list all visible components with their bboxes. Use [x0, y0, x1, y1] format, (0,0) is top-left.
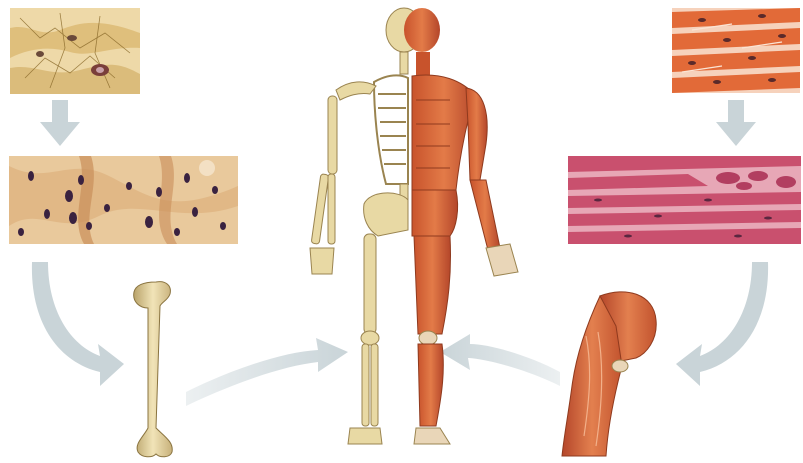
bone-tissue-image: [9, 156, 238, 244]
muscle-tissue-image: [568, 156, 801, 244]
skeleton-half: [310, 8, 422, 444]
bone-cells-image: [10, 8, 140, 94]
arrow-bone-cells-to-tissue: [40, 100, 80, 146]
muscle-half: [404, 8, 518, 444]
muscle-cells-image: [672, 8, 800, 93]
arrow-muscle-cells-to-tissue: [716, 100, 756, 146]
human-body-figure: [300, 4, 532, 462]
arrow-muscle-tissue-to-arm: [676, 262, 768, 386]
femur-bone-image: [126, 278, 184, 460]
arrow-bone-tissue-to-femur: [32, 262, 124, 386]
arm-muscle-image: [556, 286, 660, 458]
